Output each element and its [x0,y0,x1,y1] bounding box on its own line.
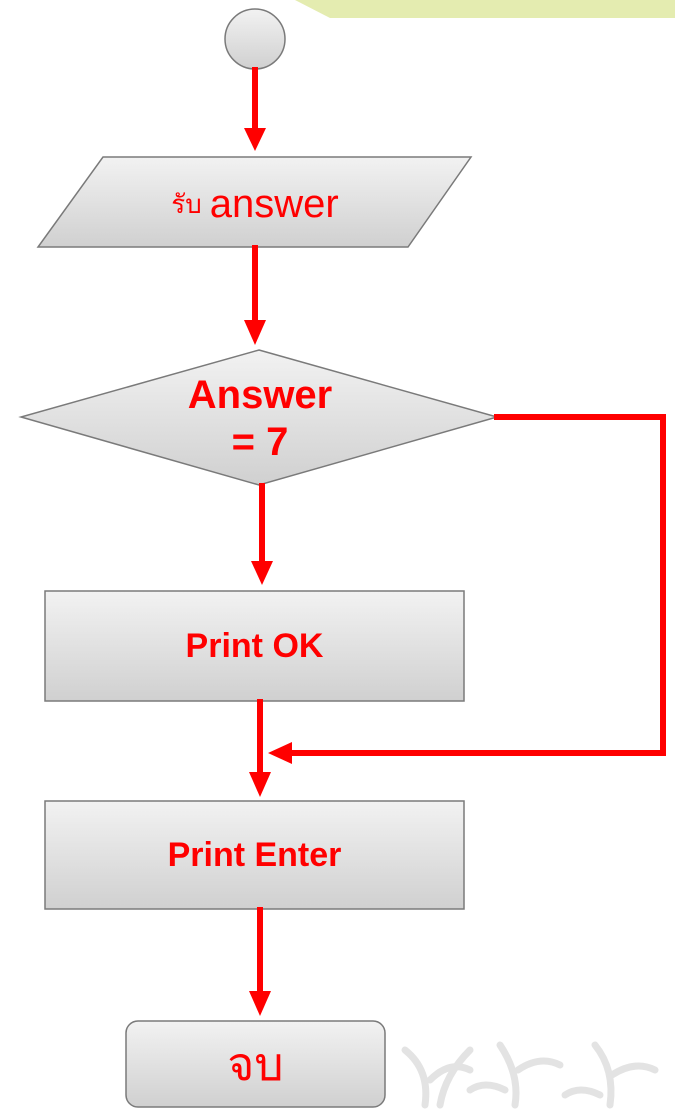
start-node [224,8,286,70]
arrowhead-merge-left [268,742,292,764]
arrowhead-input [244,128,266,151]
decorative-leaves [401,1041,659,1109]
end-node [125,1020,386,1108]
arrowhead-ok [251,561,273,585]
flow-connectors [252,67,666,996]
arrowhead-decision [244,320,266,345]
corner-accent [295,0,675,18]
flow-arrowheads [244,128,292,1016]
decision-node [18,349,500,486]
process-ok-node [44,590,465,702]
arrowhead-enter [249,772,271,797]
connector-decision-bypass [287,414,666,756]
arrowhead-end [249,991,271,1016]
process-enter-node [44,800,465,910]
input-node [36,156,473,248]
